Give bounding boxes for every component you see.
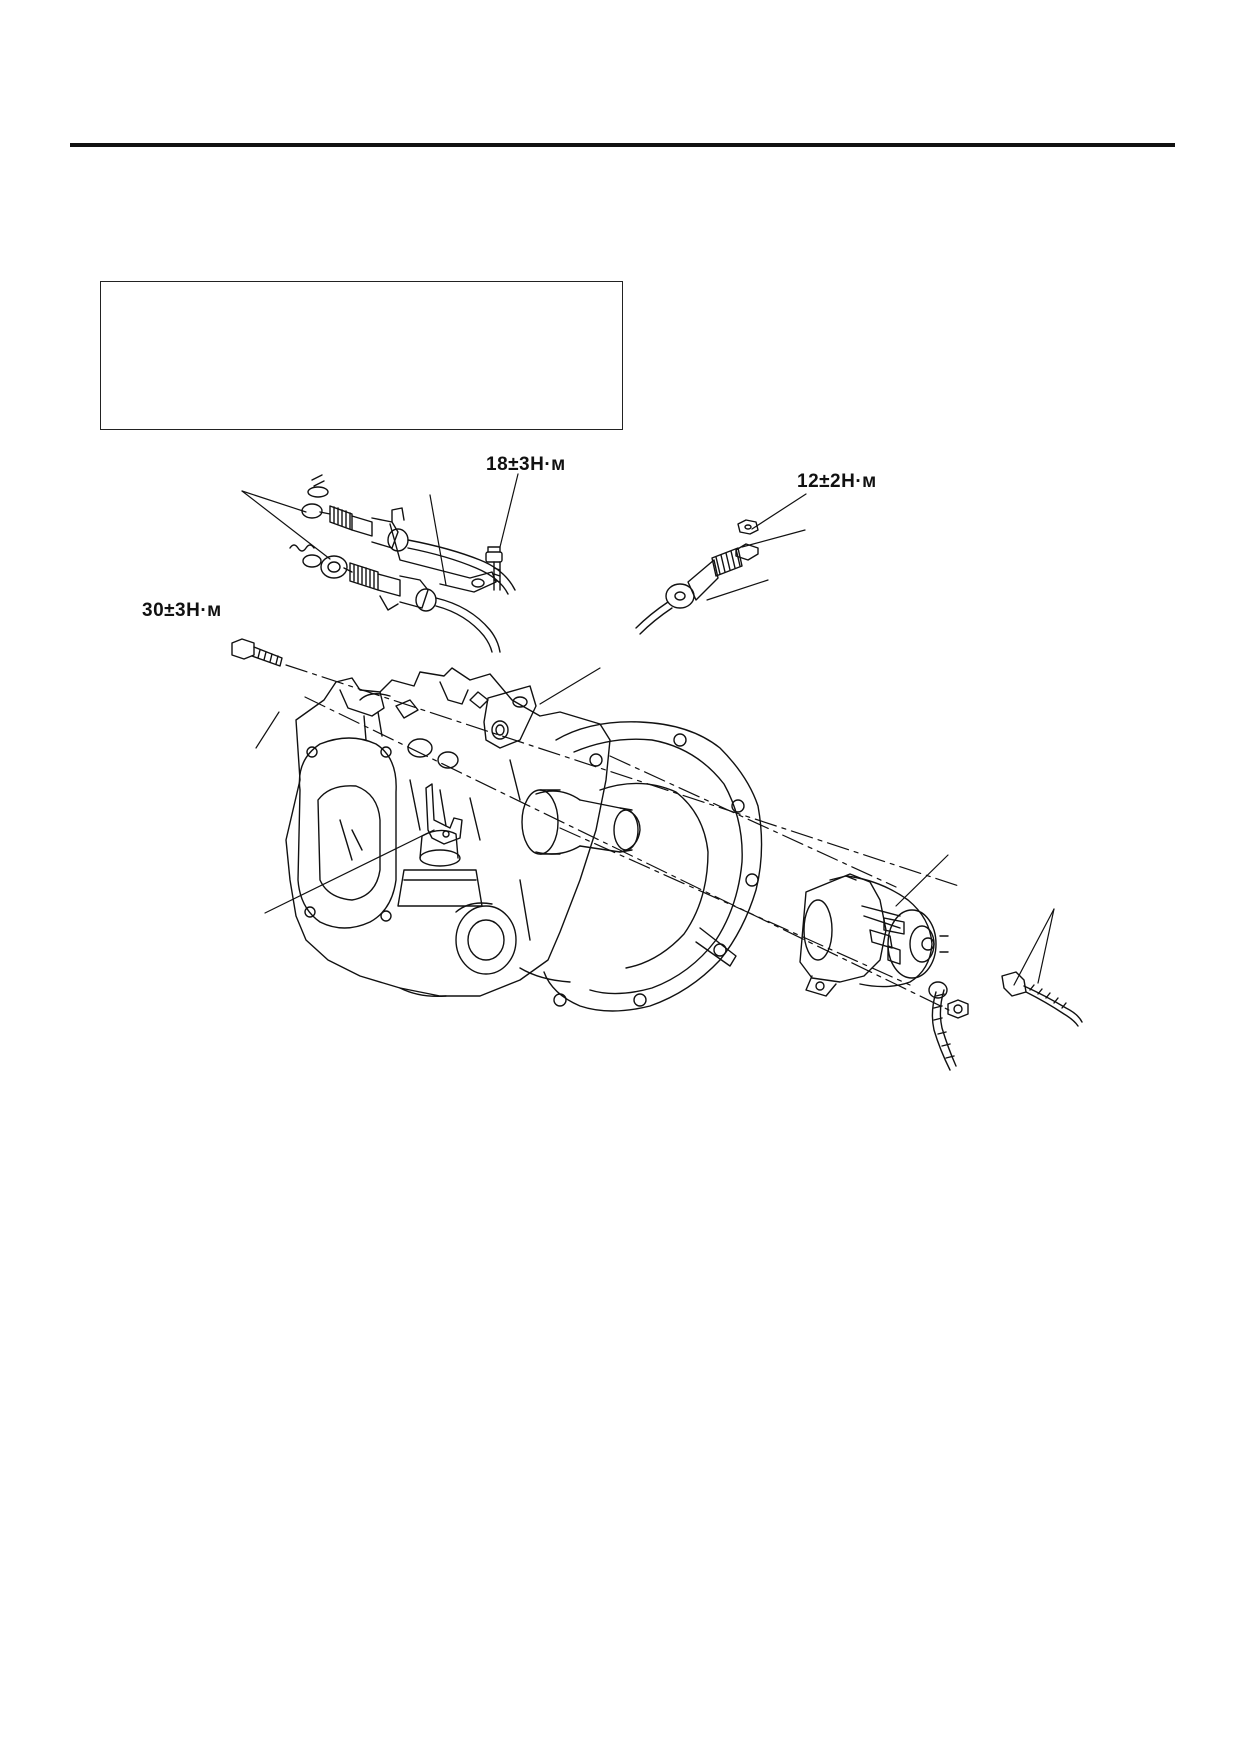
alignment-lines bbox=[285, 664, 963, 1013]
transaxle-exploded-diagram bbox=[231, 473, 1083, 1071]
clutch-cable bbox=[635, 519, 759, 635]
cable-bracket bbox=[483, 685, 537, 749]
leader-lines bbox=[241, 473, 1055, 986]
note-box bbox=[100, 281, 623, 430]
starter-motor bbox=[799, 873, 949, 997]
torque-label-starter-bolt: 30±3Н·м bbox=[142, 600, 222, 621]
starter-wiring bbox=[928, 971, 1083, 1071]
torque-label-bracket-bolt: 18±3Н·м bbox=[486, 454, 566, 475]
case-bracket bbox=[425, 783, 463, 845]
shift-select-cables bbox=[289, 474, 516, 653]
starter-bolt bbox=[231, 638, 283, 667]
transaxle-housing bbox=[285, 667, 763, 1012]
bracket-bolt bbox=[485, 546, 503, 591]
header-rule bbox=[70, 143, 1175, 147]
torque-label-clamp-nut: 12±2Н·м bbox=[797, 471, 877, 492]
